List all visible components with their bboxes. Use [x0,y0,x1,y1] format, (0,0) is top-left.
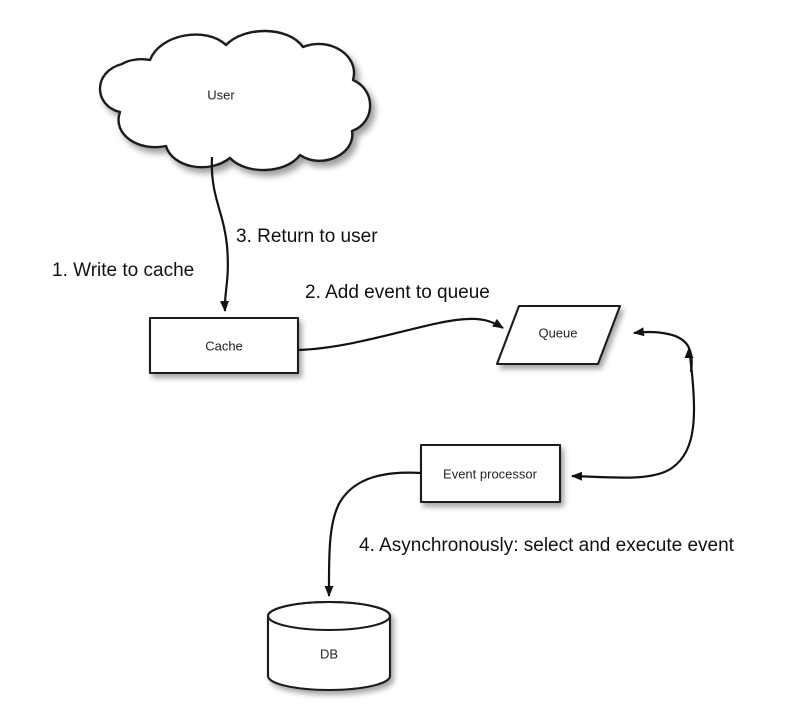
node-db[interactable]: DB [266,600,392,692]
edge-event-processor-to-db [324,471,422,597]
edge-loop-into-queue [633,327,693,373]
edge-label-step-3: 3. Return to user [236,226,378,247]
node-cache[interactable]: Cache [148,316,300,375]
edge-user-to-cache [210,156,229,312]
node-queue[interactable]: Queue [495,304,622,366]
node-label-cache: Cache [205,338,243,353]
node-label-db: DB [320,646,338,661]
edge-label-step-4: 4. Asynchronously: select and execute ev… [359,535,735,556]
node-label-event-processor: Event processor [443,466,538,481]
edge-label-step-2: 2. Add event to queue [305,282,490,303]
node-label-queue: Queue [538,325,577,340]
node-user[interactable]: User [98,29,372,172]
edge-queue-to-event-processor [571,354,696,481]
node-label-user: User [207,87,235,102]
edge-cache-to-queue [297,317,504,352]
edge-label-step-1: 1. Write to cache [52,260,194,281]
node-event-processor[interactable]: Event processor [419,443,562,504]
